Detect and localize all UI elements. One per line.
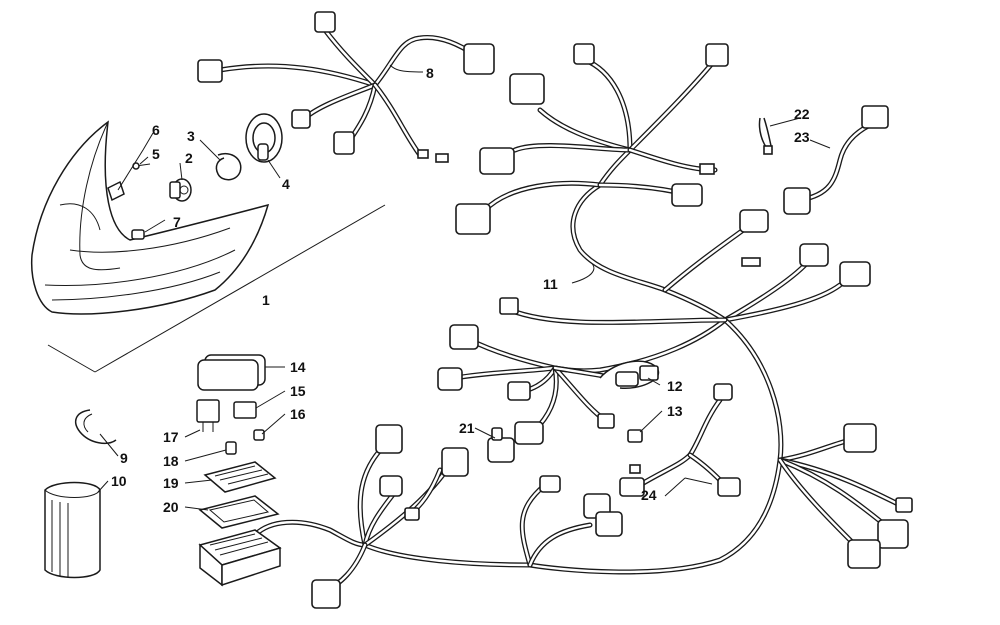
lower-harness [252, 424, 623, 609]
callout-17: 17 [163, 429, 179, 445]
zip-tie-22 [758, 117, 773, 155]
sensor-23 [783, 105, 889, 215]
callout-6: 6 [152, 122, 160, 138]
callout-16: 16 [290, 406, 306, 422]
relay-17 [196, 399, 220, 432]
headlight-assembly [30, 120, 270, 315]
callout-2: 2 [185, 150, 193, 166]
gasket-20 [198, 495, 280, 529]
right-harness [777, 423, 913, 569]
callout-24: 24 [641, 487, 657, 503]
callout-19: 19 [163, 475, 179, 491]
callout-20: 20 [163, 499, 179, 515]
shield-10 [44, 481, 101, 579]
fuse-board-19 [203, 461, 277, 493]
callout-12: 12 [667, 378, 683, 394]
callout-21: 21 [459, 420, 475, 436]
callout-1: 1 [262, 292, 270, 308]
callout-14: 14 [290, 359, 306, 375]
fuse-box [198, 529, 282, 587]
callout-18: 18 [163, 453, 179, 469]
dust-boot [245, 113, 283, 163]
middle-harness [437, 324, 660, 445]
sub-harness [619, 383, 741, 497]
part-13 [627, 429, 643, 443]
retaining-ring [215, 153, 242, 181]
callout-22: 22 [794, 106, 810, 122]
fuse-18 [225, 441, 237, 455]
fuse-16 [253, 429, 265, 441]
upper-harness [197, 11, 495, 163]
bulb [169, 178, 192, 202]
callout-7: 7 [173, 214, 181, 230]
callout-5: 5 [152, 146, 160, 162]
callout-4: 4 [282, 176, 290, 192]
ring-9 [74, 409, 117, 445]
part-12 [639, 365, 659, 381]
callout-10: 10 [111, 473, 127, 489]
callout-15: 15 [290, 383, 306, 399]
screw [132, 162, 151, 170]
leader-lines [97, 64, 831, 511]
callout-13: 13 [667, 403, 683, 419]
callout-3: 3 [187, 128, 195, 144]
callout-labels: 1 2 3 4 5 6 7 8 9 10 11 12 13 14 15 16 1… [111, 65, 810, 515]
callout-23: 23 [794, 129, 810, 145]
callout-11: 11 [543, 276, 558, 292]
relay-14 [197, 354, 266, 391]
callout-9: 9 [120, 450, 128, 466]
callout-8: 8 [426, 65, 434, 81]
part-21 [487, 427, 515, 463]
assembly-bracket [47, 204, 386, 373]
relay-15 [233, 401, 257, 419]
